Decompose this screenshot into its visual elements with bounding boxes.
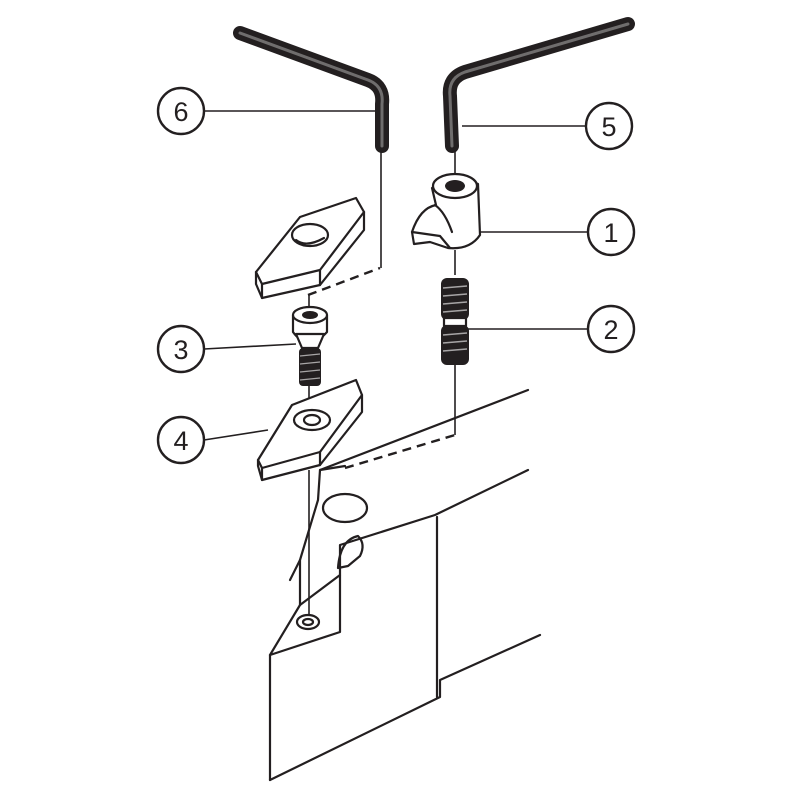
- shim: [256, 378, 364, 482]
- shim-hole: [292, 408, 332, 432]
- tool-holder-hole: [321, 492, 369, 524]
- hex-key-left: [233, 26, 390, 153]
- tool-holder-body: [268, 388, 542, 782]
- callout-5-label: 5: [601, 112, 616, 142]
- clamp-screw: [441, 278, 469, 365]
- callout-1-label: 1: [603, 218, 618, 248]
- callout-4: 4: [156, 415, 206, 465]
- callout-3-label: 3: [173, 335, 188, 365]
- callout-2: 2: [586, 304, 636, 354]
- callout-2-label: 2: [603, 315, 618, 345]
- callout-6: 6: [156, 86, 206, 136]
- callout-4-label: 4: [173, 426, 188, 456]
- cutting-insert: [254, 196, 366, 300]
- hex-key-right: [442, 17, 635, 153]
- callout-5: 5: [584, 101, 634, 151]
- shim-screw: [291, 305, 329, 386]
- assembly-alignment-lines: [307, 150, 456, 615]
- clamp: [410, 172, 482, 250]
- callout-3: 3: [156, 324, 206, 374]
- callout-leaders: [203, 110, 587, 441]
- callout-6-label: 6: [173, 97, 188, 127]
- callout-1: 1: [586, 207, 636, 257]
- shim-seat-hole: [295, 613, 321, 631]
